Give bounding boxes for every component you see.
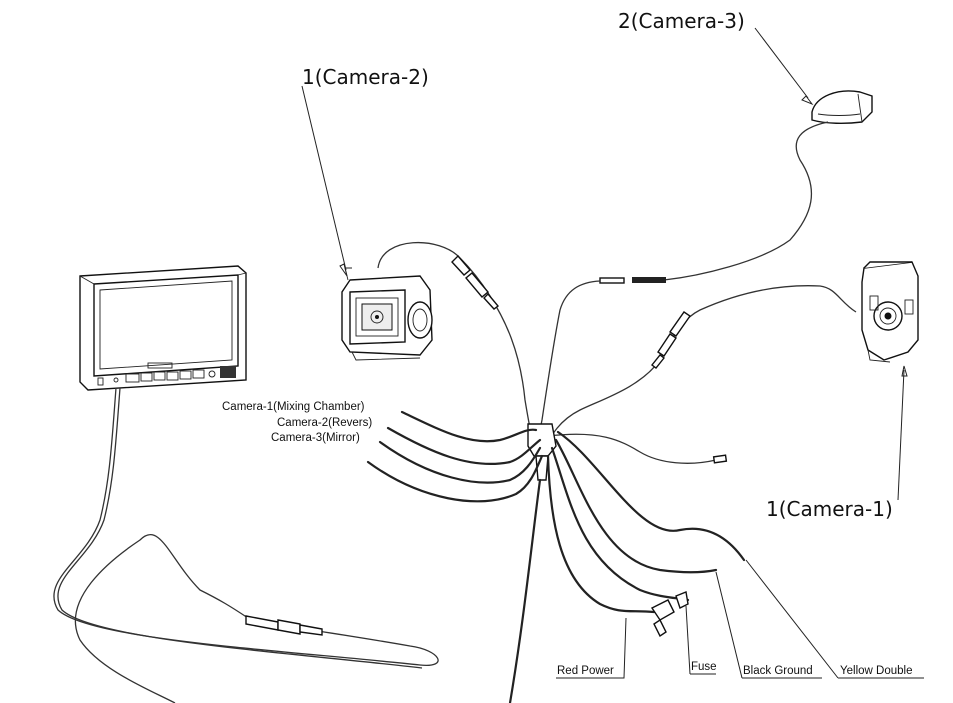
monitor-buttons bbox=[97, 362, 236, 386]
label-fuse: Fuse bbox=[691, 661, 717, 673]
callout-camera-1: 1(Camera-1) bbox=[766, 497, 893, 521]
label-camera-1-lead: Camera-1(Mixing Chamber) bbox=[222, 401, 365, 413]
callout-camera-2: 1(Camera-2) bbox=[302, 65, 429, 89]
camera-1 bbox=[861, 261, 919, 363]
camera-2 bbox=[341, 267, 433, 361]
label-red-power: Red Power bbox=[557, 665, 614, 677]
label-black-ground: Black Ground bbox=[743, 665, 813, 677]
camera-3 bbox=[811, 90, 873, 125]
monitor bbox=[79, 265, 247, 391]
monitor-cable bbox=[53, 387, 439, 703]
callout-camera-3: 2(Camera-3) bbox=[618, 9, 745, 33]
label-yellow-double: Yellow Double bbox=[840, 665, 912, 677]
monitor-cable-connector bbox=[245, 615, 323, 636]
junction-hub bbox=[527, 423, 557, 481]
leader-lines bbox=[301, 27, 924, 679]
camera-2-connector bbox=[451, 254, 500, 310]
camera-leads bbox=[366, 410, 544, 503]
camera-3-connector bbox=[599, 277, 666, 284]
label-camera-3-lead: Camera-3(Mirror) bbox=[271, 432, 360, 444]
label-camera-2-lead: Camera-2(Revers) bbox=[277, 417, 372, 429]
fuse-holder bbox=[650, 591, 689, 638]
camera-1-connector bbox=[651, 311, 691, 369]
